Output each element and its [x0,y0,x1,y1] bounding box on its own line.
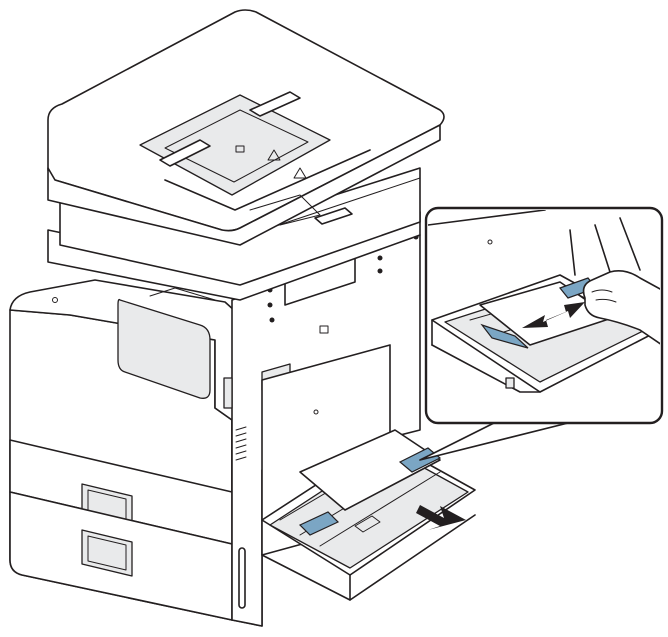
feeder-input-tray [139,94,331,196]
document-feeder [47,9,445,246]
insert-arrow-icon [416,505,466,530]
control-panel [117,298,211,399]
multi-purpose-tray [261,429,476,601]
hand [582,270,660,346]
zoom-callout [424,206,664,425]
paper-width-guide-front [298,511,340,536]
side-slot [238,547,246,609]
tray-2-handle [81,529,133,577]
double-arrow-icon [522,302,585,328]
paper-trays [9,439,233,621]
paper-sheet [299,429,441,511]
zoom-guide-front [480,323,529,349]
callout-pointer [419,419,581,461]
indicator-dot [52,297,58,303]
